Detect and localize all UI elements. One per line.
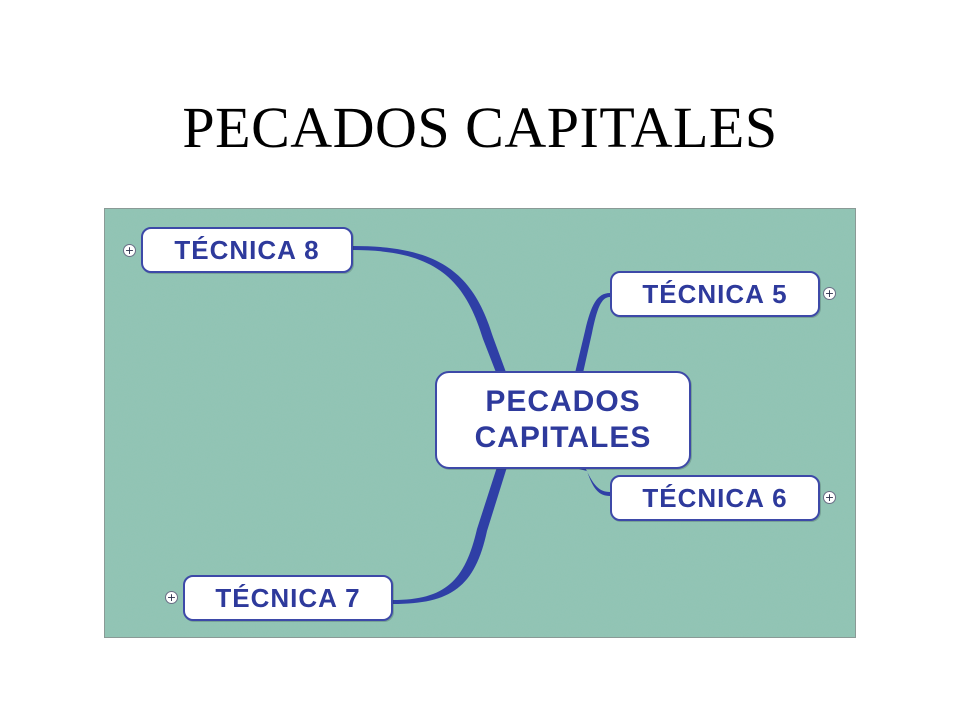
- connector-tecnica-7: [393, 467, 507, 604]
- branch-node-tecnica-7[interactable]: TÉCNICA 7: [183, 575, 393, 621]
- expand-plus-icon[interactable]: +: [823, 287, 836, 300]
- connector-tecnica-5: [575, 293, 610, 373]
- connector-tecnica-8: [353, 246, 507, 375]
- central-topic-node[interactable]: PECADOS CAPITALES: [435, 371, 691, 469]
- connector-tecnica-6: [579, 467, 610, 496]
- branch-label: TÉCNICA 8: [174, 234, 320, 265]
- expand-plus-icon[interactable]: +: [123, 244, 136, 257]
- mind-map-panel: PECADOS CAPITALES TÉCNICA 8 + TÉCNICA 5 …: [104, 208, 856, 638]
- branch-node-tecnica-6[interactable]: TÉCNICA 6: [610, 475, 820, 521]
- expand-plus-icon[interactable]: +: [165, 591, 178, 604]
- central-topic-label: PECADOS CAPITALES: [474, 385, 652, 454]
- branch-label: TÉCNICA 5: [642, 278, 788, 309]
- branch-node-tecnica-8[interactable]: TÉCNICA 8: [141, 227, 353, 273]
- expand-plus-icon[interactable]: +: [823, 491, 836, 504]
- branch-node-tecnica-5[interactable]: TÉCNICA 5: [610, 271, 820, 317]
- branch-label: TÉCNICA 6: [642, 482, 788, 513]
- page-title: PECADOS CAPITALES: [182, 95, 778, 160]
- branch-label: TÉCNICA 7: [215, 582, 361, 613]
